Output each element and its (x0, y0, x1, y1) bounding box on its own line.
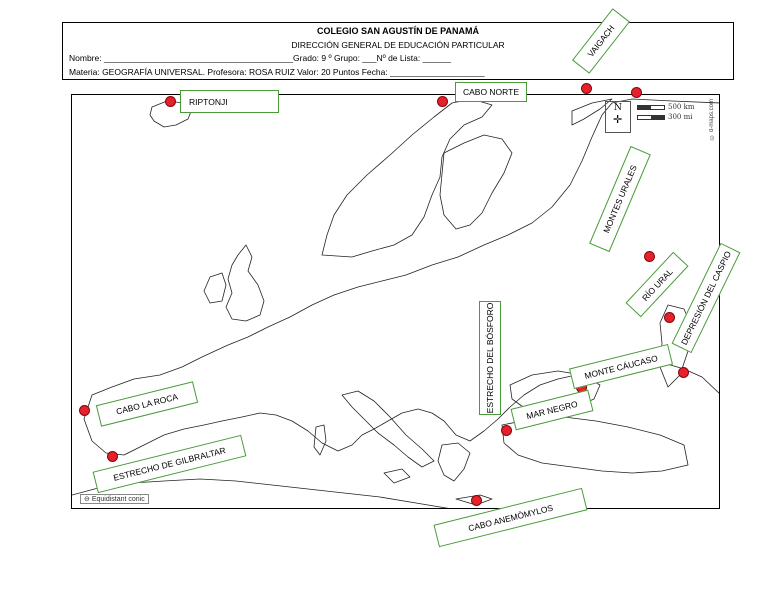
north-letter: N (614, 103, 622, 113)
map-credit: © d-maps.com (709, 99, 715, 140)
marker-vaigach-a[interactable] (581, 83, 592, 94)
scale-km: 500 km (668, 103, 695, 111)
student-info-line: Nombre: ________________________________… (69, 53, 451, 63)
projection-note: ⊖ Equidistant conic (80, 494, 149, 504)
finland-outline (439, 134, 513, 230)
coastline-drawing (72, 98, 719, 508)
direction-subtitle: DIRECCIÓN GENERAL DE EDUCACIÓN PARTICULA… (291, 40, 505, 50)
great-britain-outline (225, 244, 265, 322)
marker-gibraltar[interactable] (107, 451, 118, 462)
novaya-zemlya-outline (571, 98, 613, 126)
scale-bar-icon (637, 114, 665, 120)
marker-cabo-norte[interactable] (437, 96, 448, 107)
scandinavia-outline (321, 98, 493, 258)
sardinia-outline (313, 424, 327, 456)
marker-cabo-anemomylos[interactable] (471, 495, 482, 506)
ireland-outline (203, 272, 227, 304)
scale-mi: 300 mi (668, 113, 693, 121)
marker-bosforo[interactable] (501, 425, 512, 436)
projection-text: Equidistant conic (91, 496, 145, 503)
label-riptonji[interactable]: RIPTONJI (180, 90, 279, 113)
anatolia-outline (501, 416, 689, 474)
marker-depresion-caspio[interactable] (664, 312, 675, 323)
marker-riptonji[interactable] (165, 96, 176, 107)
map-scale: 500 km 300 mi (637, 103, 694, 121)
projection-icon: ⊖ (84, 496, 90, 503)
sicily-outline (383, 468, 411, 484)
north-arrow-icon: N ✛ (605, 101, 631, 133)
label-cabo-norte[interactable]: CABO NORTE (455, 82, 527, 102)
marker-cabo-la-roca[interactable] (79, 405, 90, 416)
marker-rio-ural[interactable] (644, 251, 655, 262)
worksheet-header: COLEGIO SAN AGUSTÍN DE PANAMÁ DIRECCIÓN … (62, 22, 734, 80)
europe-outline-map: N ✛ 500 km 300 mi © d-maps.com ⊖ Equidis… (71, 94, 720, 509)
school-title: COLEGIO SAN AGUSTÍN DE PANAMÁ (316, 26, 479, 36)
marker-monte-caucaso[interactable] (678, 367, 689, 378)
label-estrecho-bosforo[interactable]: ESTRECHO DEL BÓSFORO (479, 301, 501, 415)
greece-outline (437, 442, 471, 482)
marker-vaigach-b[interactable] (631, 87, 642, 98)
italy-outline (341, 390, 435, 468)
scale-bar-icon (637, 104, 665, 110)
compass-rose-icon: ✛ (613, 113, 623, 126)
subject-info-line: Materia: GEOGRAFÍA UNIVERSAL. Profesora:… (69, 67, 485, 77)
